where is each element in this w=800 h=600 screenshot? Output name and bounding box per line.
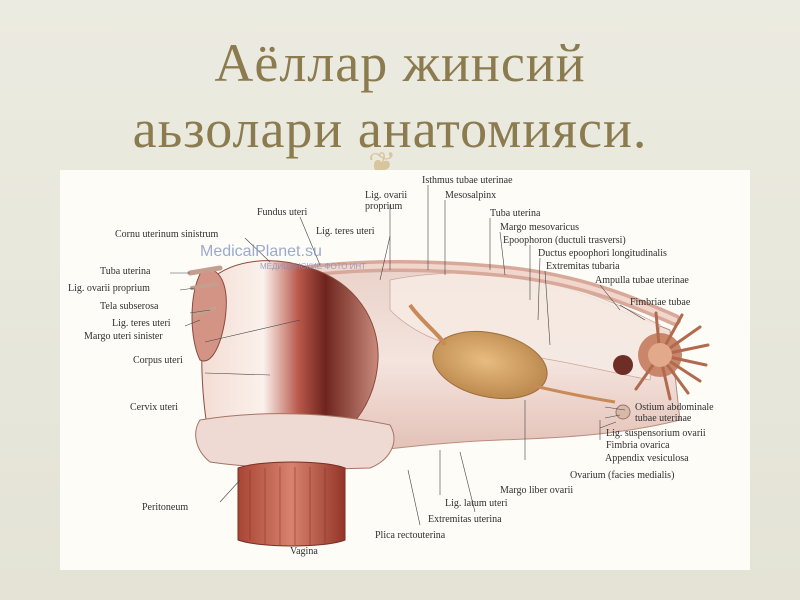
label-fimbria-ovarica: Fimbria ovarica bbox=[606, 440, 670, 451]
uterus bbox=[201, 260, 379, 441]
label-fimbriae-tubae: Fimbriae tubae bbox=[630, 297, 691, 308]
label-isthmus-tubae-uterinae: Isthmus tubae uterinae bbox=[422, 175, 513, 186]
label-tuba-uterina: Tuba uterina bbox=[490, 208, 541, 219]
slide-title-line-1: Аёллар жинсий bbox=[214, 33, 586, 93]
label-ovarium-facies-medialis: Ovarium (facies medialis) bbox=[570, 470, 675, 481]
cornu-left bbox=[191, 268, 227, 362]
label-lig-ovarii-proprium-left: Lig. ovarii proprium bbox=[68, 283, 150, 294]
watermark-site: MedicalPlanet.su bbox=[200, 243, 322, 260]
fimbriae bbox=[634, 311, 710, 401]
label-lig-suspensorium-ovarii: Lig. suspensorium ovarii bbox=[606, 428, 706, 439]
appendix-vesiculosa bbox=[615, 404, 631, 420]
label-lig-teres-uteri-left: Lig. teres uteri bbox=[112, 318, 171, 329]
ovarium bbox=[432, 330, 548, 400]
label-peritoneum: Peritoneum bbox=[142, 502, 189, 513]
label-tela-subserosa: Tela subserosa bbox=[100, 301, 159, 312]
slide-title-line-2: аьзолари анатомияси. bbox=[132, 99, 648, 159]
label-extremitas-tubaria: Extremitas tubaria bbox=[546, 261, 620, 272]
label-extremitas-uterina: Extremitas uterina bbox=[428, 514, 502, 525]
label-appendix-vesiculosa: Appendix vesiculosa bbox=[605, 453, 689, 464]
label-lig-teres-uteri-top: Lig. teres uteri bbox=[316, 226, 375, 237]
label-fundus-uteri: Fundus uteri bbox=[257, 207, 308, 218]
label-epoophoron: Epoophoron (ductuli trasversi) bbox=[503, 235, 626, 246]
label-lig-ovarii-proprium-top: Lig. ovarii proprium bbox=[365, 190, 408, 212]
label-vagina: Vagina bbox=[290, 546, 318, 557]
label-cervix-uteri: Cervix uteri bbox=[130, 402, 179, 413]
vagina bbox=[237, 461, 346, 547]
label-mesosalpinx: Mesosalpinx bbox=[445, 190, 497, 201]
label-cornu-uterinum-sinistrum: Cornu uterinum sinistrum bbox=[115, 229, 219, 240]
anatomy-figure: MedicalPlanet.su МЕДИЦИНСКИЕ ФОТО ИНТ Is… bbox=[60, 170, 750, 570]
label-margo-mesovaricus: Margo mesovaricus bbox=[500, 222, 579, 233]
label-margo-liber-ovarii: Margo liber ovarii bbox=[500, 485, 574, 496]
label-lig-latum-uteri: Lig. latum uteri bbox=[445, 498, 508, 509]
label-corpus-uteri: Corpus uteri bbox=[133, 355, 183, 366]
slide-title: Аёллар жинсий аьзолари анатомияси. bbox=[0, 30, 800, 162]
cervix bbox=[195, 413, 395, 470]
label-tuba-uterina-left: Tuba uterina bbox=[100, 266, 151, 277]
watermark-tagline: МЕДИЦИНСКИЕ ФОТО ИНТ bbox=[260, 262, 367, 271]
label-ostium-abdominale: Ostium abdominale tubae uterinae bbox=[635, 402, 714, 424]
label-plica-rectouterina: Plica rectouterina bbox=[375, 530, 446, 541]
anatomy-illustration bbox=[170, 185, 710, 547]
label-margo-uteri-sinister: Margo uteri sinister bbox=[84, 331, 163, 342]
label-ampulla-tubae-uterinae: Ampulla tubae uterinae bbox=[595, 275, 689, 286]
label-ductus-epoophori: Ductus epoophori longitudinalis bbox=[538, 248, 667, 259]
